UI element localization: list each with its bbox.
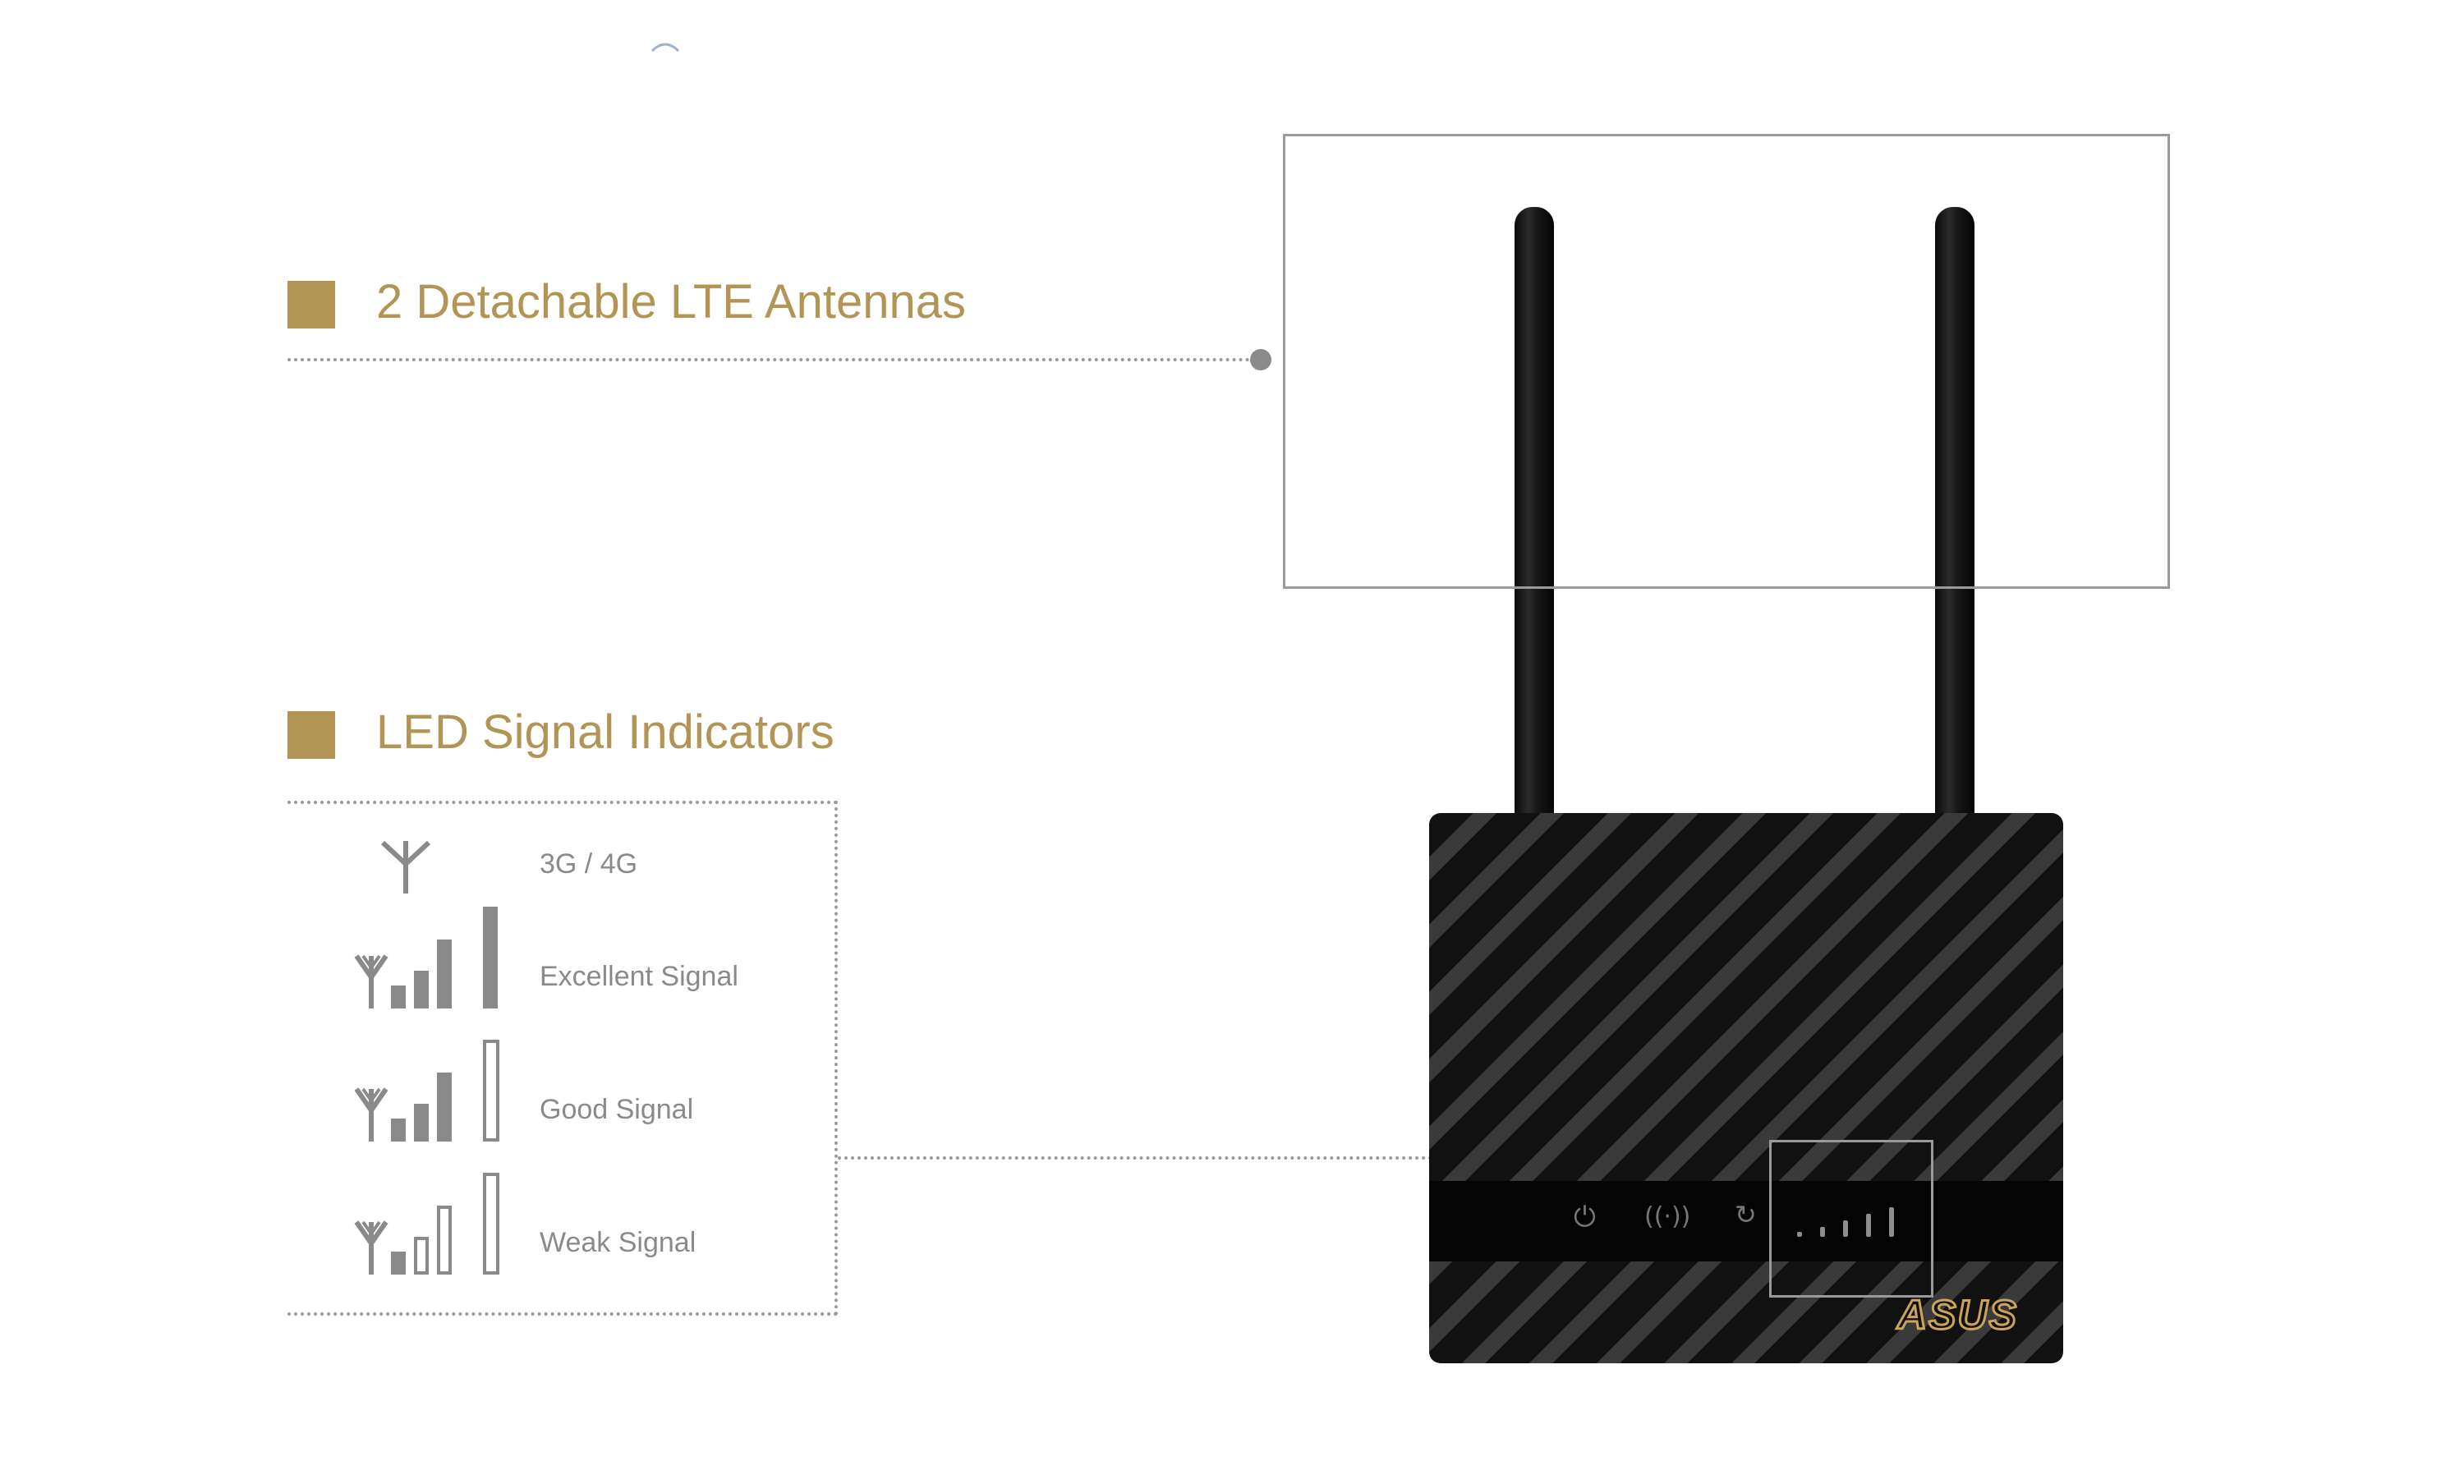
feature-bullet-antennas bbox=[287, 281, 335, 329]
leds-highlight-frame bbox=[1769, 1140, 1933, 1298]
wps-icon: ↻ bbox=[1735, 1199, 1757, 1230]
power-icon: ⏻ bbox=[1574, 1201, 1596, 1234]
feature-title-antennas: 2 Detachable LTE Antennas bbox=[376, 275, 966, 329]
feature-title-leds: LED Signal Indicators bbox=[376, 705, 834, 759]
legend-label-weak: Weak Signal bbox=[540, 1227, 696, 1258]
signal-excellent-icon bbox=[354, 907, 498, 1008]
legend-bottom-border bbox=[287, 1312, 838, 1316]
legend-label-excellent: Excellent Signal bbox=[540, 961, 738, 992]
led-bar-2 bbox=[1820, 1227, 1825, 1237]
antennas-highlight-frame bbox=[1283, 134, 2170, 589]
router-body: ⏻ ((·)) ↻ ASUS bbox=[1429, 813, 2063, 1363]
signal-weak-icon bbox=[354, 1173, 499, 1275]
legend-label-3g4g: 3G / 4G bbox=[540, 848, 638, 880]
led-bar-5 bbox=[1889, 1207, 1894, 1237]
antennas-leader-dot bbox=[1250, 349, 1271, 370]
leds-leader-line bbox=[838, 1156, 1741, 1160]
wireless-icon: ((·)) bbox=[1644, 1202, 1691, 1231]
led-bar-3 bbox=[1843, 1220, 1848, 1237]
legend-right-border bbox=[834, 801, 838, 1316]
router-front-panel: ⏻ ((·)) ↻ bbox=[1429, 1181, 2063, 1261]
antenna-icon bbox=[380, 840, 431, 894]
asus-logo: ASUS bbox=[1896, 1292, 2018, 1338]
signal-good-icon bbox=[354, 1040, 499, 1142]
router-antenna-right bbox=[1935, 207, 1974, 820]
led-bar-1 bbox=[1797, 1232, 1802, 1237]
led-bar-4 bbox=[1866, 1214, 1871, 1237]
antennas-leader-line bbox=[287, 358, 1257, 361]
decorative-arc bbox=[650, 43, 680, 53]
legend-top-border bbox=[287, 801, 838, 804]
router-antenna-left bbox=[1515, 207, 1554, 820]
legend-label-good: Good Signal bbox=[540, 1094, 694, 1125]
feature-bullet-leds bbox=[287, 711, 335, 759]
